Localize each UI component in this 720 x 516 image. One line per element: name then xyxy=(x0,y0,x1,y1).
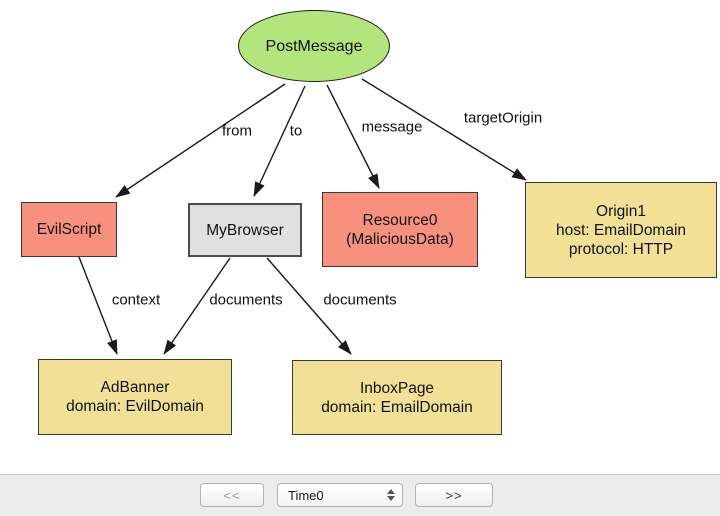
time-select[interactable]: Time0 xyxy=(277,483,403,507)
node-resource0[interactable]: Resource0 (MaliciousData) xyxy=(322,192,478,267)
edge-targetorigin-line xyxy=(361,78,527,181)
node-adbanner-domain: domain: EvilDomain xyxy=(66,398,204,415)
node-mybrowser-label: MyBrowser xyxy=(206,221,284,239)
step-back-button[interactable]: << xyxy=(200,483,264,507)
edge-documents2-line xyxy=(266,257,352,355)
node-adbanner[interactable]: AdBanner domain: EvilDomain xyxy=(38,359,232,435)
node-evilscript-label: EvilScript xyxy=(36,221,102,238)
edge-label-documents-2: documents xyxy=(323,291,397,309)
node-inboxpage[interactable]: InboxPage domain: EmailDomain xyxy=(292,360,502,435)
step-forward-button[interactable]: >> xyxy=(415,483,493,507)
edge-label-documents-1: documents xyxy=(209,291,283,309)
node-resource0-subtitle: (MaliciousData) xyxy=(346,230,454,248)
node-inboxpage-title: InboxPage xyxy=(359,379,435,397)
stepper-up-icon xyxy=(387,489,395,494)
node-origin1-title: Origin1 xyxy=(596,202,646,220)
node-origin1[interactable]: Origin1 host: EmailDomain protocol: HTTP xyxy=(525,182,717,278)
edge-label-targetorigin: targetOrigin xyxy=(463,109,543,127)
edge-label-to: to xyxy=(289,122,303,140)
node-mybrowser[interactable]: MyBrowser xyxy=(188,203,302,257)
node-adbanner-title: AdBanner xyxy=(100,379,170,396)
edges-layer xyxy=(78,78,527,355)
edge-label-message: message xyxy=(361,118,423,136)
node-postmessage-label: PostMessage xyxy=(265,37,363,55)
stepper-down-icon xyxy=(387,496,395,501)
node-origin1-host: host: EmailDomain xyxy=(555,221,687,239)
combo-stepper-icon xyxy=(380,489,402,501)
node-postmessage[interactable]: PostMessage xyxy=(238,10,390,82)
node-inboxpage-domain: domain: EmailDomain xyxy=(321,398,473,416)
time-toolbar: << Time0 >> xyxy=(0,474,720,516)
edge-from-line xyxy=(115,83,286,198)
node-origin1-protocol: protocol: HTTP xyxy=(568,240,674,258)
edge-context-line xyxy=(78,256,118,355)
edge-message-line xyxy=(326,84,380,189)
edge-to-line xyxy=(253,85,306,197)
edge-label-context: context xyxy=(111,291,161,309)
edge-documents1-line xyxy=(163,257,231,355)
node-evilscript[interactable]: EvilScript xyxy=(21,202,117,257)
edge-label-from: from xyxy=(222,122,252,140)
diagram-canvas: from to message targetOrigin context doc… xyxy=(21,10,717,435)
time-select-value: Time0 xyxy=(288,487,324,503)
node-resource0-title: Resource0 xyxy=(362,211,438,229)
